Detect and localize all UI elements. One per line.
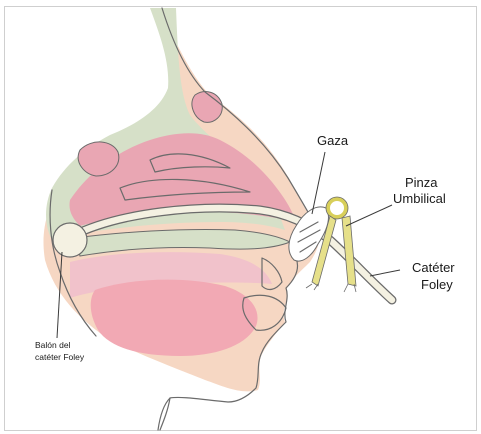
clamp-teeth <box>306 284 356 292</box>
label-pinza-line1: Pinza <box>405 175 438 190</box>
label-balon-line1: Balón del <box>35 340 71 350</box>
sphenoid-sinus <box>78 142 119 176</box>
foley-balloon <box>53 223 87 257</box>
clamp-ring <box>328 199 346 217</box>
label-cateter-line1: Catéter <box>412 260 455 275</box>
label-cateter-line2: Foley <box>421 277 453 292</box>
pinza-leader <box>346 205 392 226</box>
label-pinza-line2: Umbilical <box>393 191 446 206</box>
label-gaza: Gaza <box>317 133 349 148</box>
gaza-leader <box>312 152 325 214</box>
cateter-leader <box>370 270 400 276</box>
label-balon-line2: catéter Foley <box>35 352 85 362</box>
tongue <box>91 280 258 356</box>
